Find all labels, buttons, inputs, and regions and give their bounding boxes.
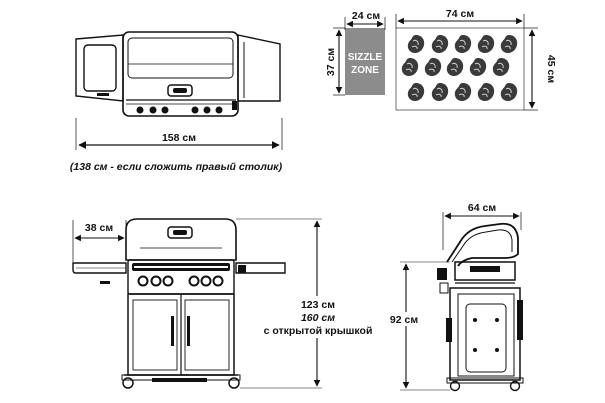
zone-label-line1: SIZZLE [348,52,383,63]
top-width-note: (138 см - если сложить правый столик) [70,161,283,173]
side-view-grill [437,222,524,392]
zone-width-dimension: 24 см [344,10,386,30]
grate-area [395,27,525,111]
grate-height-label: 45 см [545,55,557,83]
shelf-width-dimension: 38 см [72,220,127,262]
height-label-2: 160 см [301,312,335,324]
grate-width-label: 74 см [446,8,474,20]
grate-height-dimension: 45 см [524,27,557,111]
zone-width-label: 24 см [352,10,380,22]
height-label-3: с открытой крышкой [264,325,373,337]
height-label-1: 123 см [301,299,335,311]
side-height-dimension: 92 см [382,261,450,391]
zone-label-line2: ZONE [351,65,379,76]
total-height-dimension: 123 см 160 см с открытой крышкой [236,218,383,389]
sizzle-zone: SIZZLE ZONE [345,28,385,95]
side-depth-label: 64 см [468,202,496,214]
zone-height-dimension: 37 см [325,27,345,96]
top-view-grill [75,31,281,117]
shelf-width-label: 38 см [85,222,113,234]
top-width-label: 158 см [162,132,196,144]
top-width-dimension: 158 см (138 см - если сложить правый сто… [70,118,283,173]
zone-height-label: 37 см [325,48,337,76]
front-view-grill [72,218,286,389]
side-depth-dimension: 64 см [442,202,522,250]
side-height-label: 92 см [390,314,418,326]
grate-width-dimension: 74 см [395,8,525,28]
